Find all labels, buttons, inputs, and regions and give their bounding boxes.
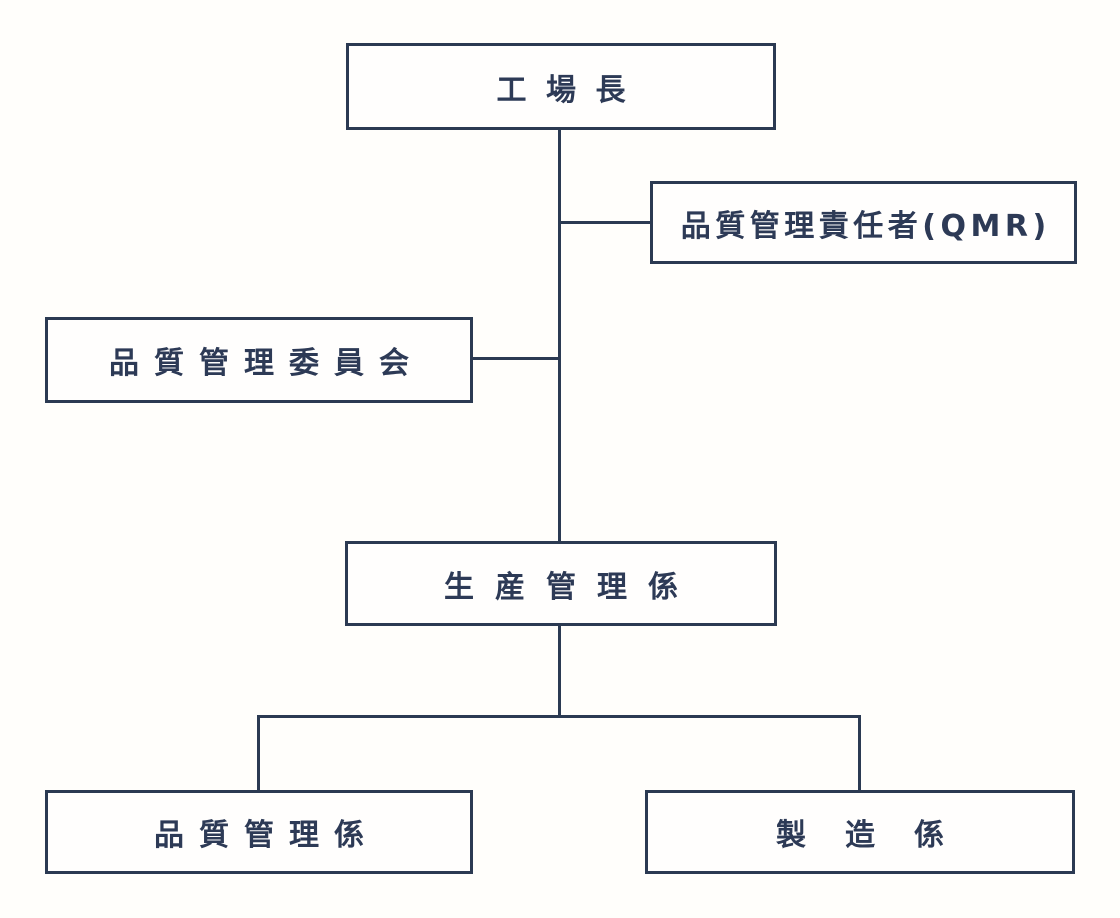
node-quality-committee: 品質管理委員会	[45, 317, 473, 403]
node-qmr: 品質管理責任者(QMR)	[650, 181, 1077, 264]
connector-production-drop	[558, 626, 561, 718]
node-manufacturing-label: 製造係	[776, 818, 983, 853]
node-quality-control: 品質管理係	[45, 790, 473, 874]
connector-committee-horizontal	[473, 357, 560, 360]
node-factory-manager: 工場長	[346, 43, 776, 130]
node-factory-manager-label: 工場長	[496, 72, 645, 108]
node-quality-committee-label: 品質管理委員会	[109, 346, 424, 381]
connector-main-vertical	[558, 130, 561, 541]
connector-left-drop	[257, 715, 260, 790]
node-qmr-label: 品質管理責任者(QMR)	[680, 208, 1051, 244]
node-production-control: 生産管理係	[345, 541, 777, 626]
node-production-control-label: 生産管理係	[444, 569, 699, 605]
connector-qmr-horizontal	[560, 221, 650, 224]
connector-bottom-horizontal	[257, 715, 861, 718]
node-quality-control-label: 品質管理係	[154, 818, 379, 853]
connector-right-drop	[858, 715, 861, 790]
node-manufacturing: 製造係	[645, 790, 1075, 874]
